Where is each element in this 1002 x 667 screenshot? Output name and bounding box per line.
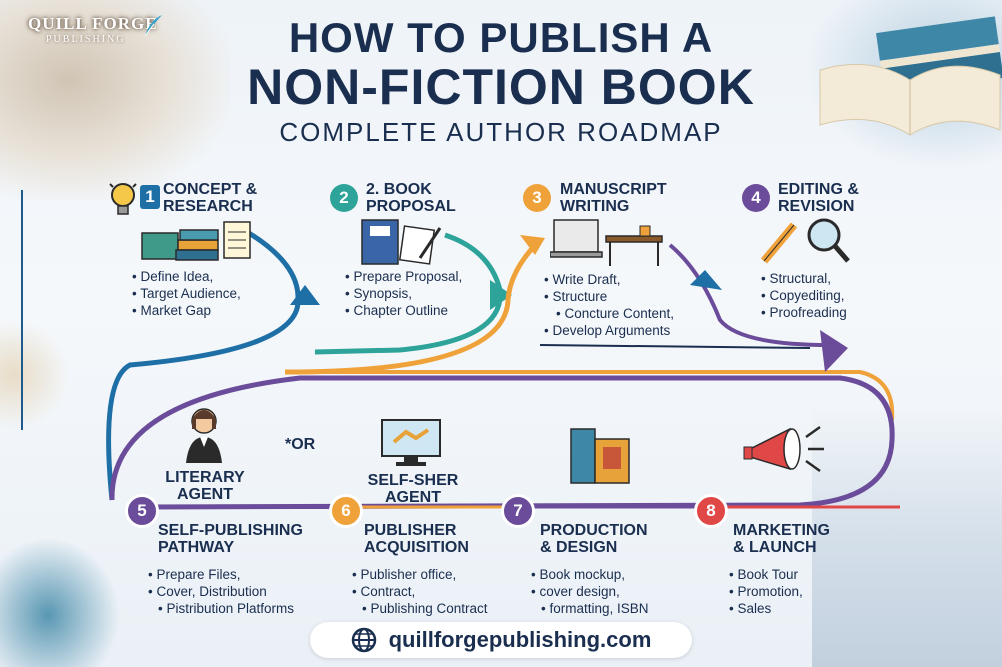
step-3-number: 3 bbox=[523, 184, 551, 212]
binder-icon bbox=[361, 219, 442, 265]
step-4-title: EDITING &REVISION bbox=[778, 181, 859, 215]
book-stack-illustration bbox=[819, 16, 1002, 136]
step-4-number: 4 bbox=[742, 184, 770, 212]
step-8-list: Book TourPromotion,Sales bbox=[729, 566, 802, 617]
step-5-number: 5 bbox=[125, 494, 159, 528]
page-title-line2: NON-FICTION BOOK bbox=[247, 59, 755, 115]
step-8-number: 8 bbox=[694, 494, 728, 528]
or-label: *OR bbox=[285, 436, 316, 453]
step-2-list: Prepare Proposal,Synopsis,Chapter Outlin… bbox=[345, 268, 462, 319]
step-7-number: 7 bbox=[501, 494, 535, 528]
page-subtitle: COMPLETE AUTHOR ROADMAP bbox=[279, 117, 723, 147]
megaphone-icon bbox=[743, 425, 824, 473]
laptop-icon bbox=[550, 219, 663, 266]
step-7-list: Book mockup,cover design, formatting, IS… bbox=[531, 566, 648, 617]
step-2-number: 2 bbox=[330, 184, 358, 212]
quill-icon bbox=[144, 15, 162, 37]
step-7-title: PRODUCTION& DESIGN bbox=[540, 522, 648, 556]
step-1-number: 1 bbox=[140, 185, 160, 209]
brand-logo: QUILL FORGE PUBLISHING bbox=[28, 14, 168, 45]
person-icon bbox=[186, 408, 222, 463]
step-6-list: Publisher office,Contract, Publishing Co… bbox=[352, 566, 487, 617]
background-book-stack bbox=[0, 537, 120, 667]
background-writer-photo bbox=[0, 0, 230, 200]
website-url: quillforgepublishing.com bbox=[388, 627, 652, 652]
background-open-book bbox=[0, 320, 70, 430]
brand-name: QUILL FORGE bbox=[28, 14, 158, 33]
step-5-list: Prepare Files,Cover, Distribution Pistri… bbox=[148, 566, 294, 617]
books-icon bbox=[570, 428, 630, 484]
step-1-title: CONCEPT &RESEARCH bbox=[163, 181, 258, 215]
globe-icon bbox=[351, 627, 376, 653]
pencil-magnifier-icon bbox=[760, 218, 850, 264]
step-1-list: Define Idea,Target Audience,Market Gap bbox=[132, 268, 241, 319]
step-4-list: Structural,Copyediting,Proofreading bbox=[761, 270, 846, 321]
website-link[interactable]: quillforgepublishing.com bbox=[310, 622, 692, 658]
step-8-title: MARKETING& LAUNCH bbox=[733, 522, 830, 556]
step-3-list: Write Draft,Structure Concture Content,D… bbox=[544, 271, 674, 339]
books-notepad-icon bbox=[141, 221, 251, 261]
lightbulb-icon bbox=[109, 183, 137, 215]
step-6-number: 6 bbox=[329, 494, 363, 528]
brand-sub: PUBLISHING bbox=[46, 34, 126, 45]
background-city-photo bbox=[812, 407, 1002, 667]
handshake-monitor-icon bbox=[381, 419, 441, 466]
page-title-line1: HOW TO PUBLISH A bbox=[288, 14, 714, 61]
